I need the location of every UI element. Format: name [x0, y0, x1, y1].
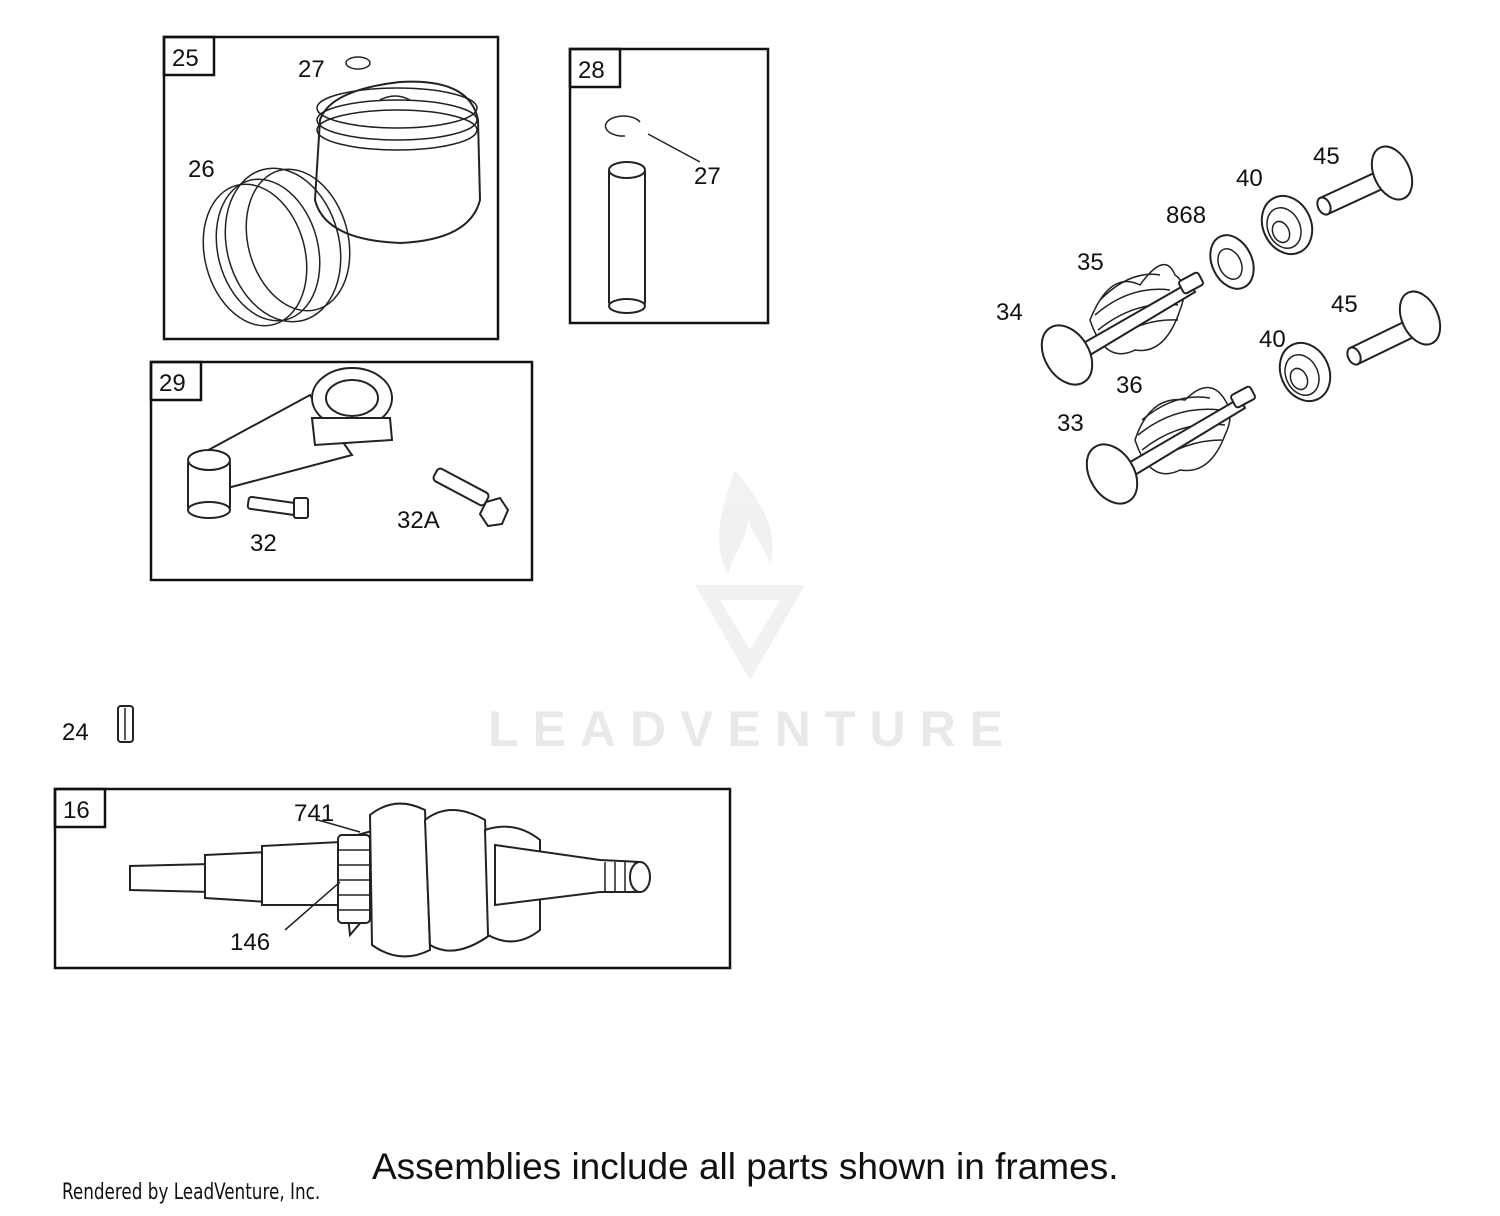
assembly-note: Assemblies include all parts shown in fr… [372, 1146, 1119, 1187]
crankshaft-icon [129, 802, 651, 958]
pin-clip-icon [604, 115, 641, 137]
valve-seal-upper-icon [1260, 194, 1314, 256]
piston-pin-clip-icon [345, 56, 371, 70]
piston-icon [313, 80, 482, 245]
piston-pin-icon [608, 161, 646, 314]
connecting-rod-icon [187, 367, 394, 519]
callout-26: 26 [188, 156, 215, 183]
render-credit: Rendered by LeadVenture, Inc. [62, 1180, 321, 1205]
valve-spring-lower-icon [1134, 386, 1231, 475]
crank-gear-icon [337, 834, 371, 924]
callout-32a: 32A [397, 507, 440, 534]
callout-45-upper: 45 [1313, 143, 1340, 170]
watermark-text: LEADVENTURE [488, 701, 1018, 757]
callout-27-pin: 27 [694, 163, 721, 190]
rod-bolt-icon [246, 495, 309, 519]
callout-24: 24 [62, 719, 89, 746]
rod-bolt-alt-icon [432, 467, 510, 528]
callout-40-upper: 40 [1236, 165, 1263, 192]
piston-rings-icon [202, 167, 351, 327]
frame-28: 28 27 [568, 47, 770, 325]
callout-45-lower: 45 [1331, 291, 1358, 318]
frame-25: 25 27 26 [162, 35, 500, 341]
callout-40-lower: 40 [1259, 326, 1286, 353]
frame-16: 16 741 146 [53, 787, 732, 970]
intake-valve-icon [1085, 385, 1256, 505]
tappet-upper-icon [1316, 145, 1414, 216]
valve-retainer-icon [1209, 234, 1255, 290]
frame-25-label: 25 [172, 45, 199, 72]
callout-33: 33 [1057, 410, 1084, 437]
valve-train: 45 40 868 35 34 45 40 36 33 [996, 143, 1442, 505]
leadventure-logo-icon [695, 470, 805, 680]
frame-29-label: 29 [159, 370, 186, 397]
callout-34: 34 [996, 299, 1023, 326]
callout-146: 146 [230, 929, 270, 956]
callout-36: 36 [1116, 372, 1143, 399]
frame-28-label: 28 [578, 57, 605, 84]
flywheel-key: 24 [62, 705, 134, 746]
frame-29: 29 32 32A [149, 360, 534, 582]
valve-seal-lower-icon [1278, 341, 1332, 403]
callout-868: 868 [1166, 202, 1206, 229]
callout-35: 35 [1077, 249, 1104, 276]
exhaust-valve-icon [1040, 271, 1204, 386]
callout-27: 27 [298, 56, 325, 83]
tappet-lower-icon [1346, 290, 1442, 366]
callout-32: 32 [250, 530, 277, 557]
frame-16-label: 16 [63, 797, 90, 824]
callout-741: 741 [294, 800, 334, 827]
